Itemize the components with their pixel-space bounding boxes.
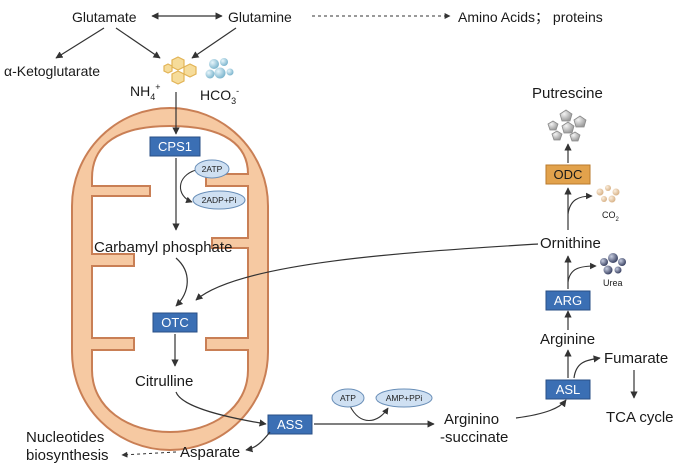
- co2-label: CO2: [602, 210, 620, 223]
- atp-ass-label: ATP: [340, 393, 356, 403]
- nh4-label: NH4+: [130, 82, 161, 102]
- adp-pill-label: 2ADP+Pi: [202, 195, 237, 205]
- carbamyl-phosphate-label: Carbamyl phosphate: [94, 239, 232, 256]
- dot-cluster-icon: [596, 185, 620, 203]
- odc-co2-arrow: [567, 192, 593, 215]
- asparate-label: Asparate: [180, 444, 240, 461]
- ketoglutarate-label: α-Ketoglutarate: [4, 63, 100, 79]
- atp-amp-curve: [349, 405, 389, 422]
- arg-label: ARG: [554, 293, 582, 308]
- citrulline-ass-arrow: [175, 391, 267, 427]
- ass-asparate-arrow: [245, 431, 271, 453]
- carbamyl-otc-arrow: [175, 257, 188, 307]
- citrulline-label: Citrulline: [135, 373, 193, 390]
- cps1-label: CPS1: [158, 139, 192, 154]
- putrescine-label: Putrescine: [532, 85, 603, 102]
- ornithine-label: Ornithine: [540, 235, 601, 252]
- urea-label: Urea: [603, 278, 623, 288]
- atp-adp-curve: [179, 169, 197, 203]
- glutamate-ketoglutarate-arrow: [55, 27, 105, 59]
- glutamine-nh4-arrow: [191, 27, 237, 59]
- otc-box: [152, 312, 198, 333]
- argininosuccinate-label-2: -succinate: [440, 429, 508, 446]
- dark-sphere-cluster-icon: [600, 253, 626, 275]
- atp-ass-pill: [331, 388, 365, 408]
- asl-fumarate-arrow: [573, 355, 601, 379]
- adp-pill: [192, 190, 246, 210]
- arg-box: [545, 290, 591, 311]
- ass-label: ASS: [277, 417, 303, 432]
- arg-urea-arrow: [567, 262, 597, 283]
- hco3-label: HCO3-: [200, 86, 239, 106]
- asparate-nucleotides-arrow: [121, 451, 177, 458]
- ornithine-otc-arrow: [195, 243, 539, 301]
- sphere-cluster-icon: [205, 58, 234, 79]
- glutamine-label: Glutamine: [228, 9, 292, 25]
- ass-box: [267, 414, 313, 435]
- arginine-label: Arginine: [540, 331, 595, 348]
- argininosuccinate-label-1: Arginino: [444, 411, 499, 428]
- otc-label: OTC: [161, 315, 188, 330]
- glutamate-nh4-arrow: [115, 27, 161, 59]
- amp-pill-label: AMP+PPi: [386, 393, 423, 403]
- atp-pill: [194, 159, 230, 179]
- glutamate-label: Glutamate: [72, 9, 137, 25]
- atp-pill-label: 2ATP: [202, 164, 223, 174]
- asl-label: ASL: [556, 382, 581, 397]
- odc-box: [545, 164, 591, 185]
- amino-acids-label: Amino Acids； proteins: [458, 9, 603, 26]
- fumarate-label: Fumarate: [604, 350, 668, 367]
- tca-cycle-label: TCA cycle: [606, 409, 674, 426]
- biosynthesis-label: biosynthesis: [26, 447, 109, 464]
- argininosuccinate-asl-arrow: [515, 399, 567, 419]
- asl-box: [545, 379, 591, 400]
- cps1-box: [149, 136, 201, 157]
- odc-label: ODC: [554, 167, 583, 182]
- mitochondrion: [71, 107, 269, 451]
- hexagon-cluster-icon: [163, 56, 197, 85]
- amp-pill: [375, 388, 433, 408]
- pentagon-cluster-icon: [547, 109, 587, 142]
- nucleotides-label: Nucleotides: [26, 429, 104, 446]
